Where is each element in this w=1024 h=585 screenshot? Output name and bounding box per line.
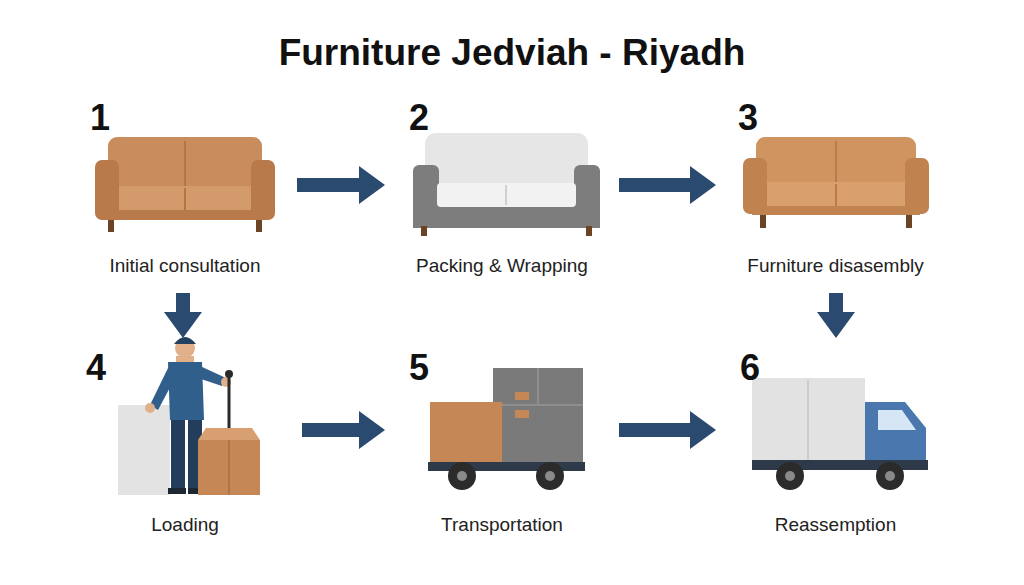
step-caption: Furniture disasembly	[728, 255, 943, 277]
delivery-truck	[752, 378, 928, 490]
wrapped-sofa-illustration	[413, 133, 600, 236]
step-number: 5	[409, 350, 429, 386]
flow-arrow	[619, 411, 716, 449]
diagram-title: Furniture Jedviah - Riyadh	[0, 32, 1024, 74]
step-number: 4	[86, 350, 106, 386]
flow-arrow	[297, 166, 385, 204]
process-step: 2Packing & Wrapping	[397, 100, 607, 281]
flow-arrow	[817, 293, 855, 338]
step-number: 2	[409, 100, 429, 136]
sofa-illustration	[95, 137, 275, 232]
flow-arrow	[302, 411, 385, 449]
loading-figure	[118, 337, 260, 495]
step-caption: Reassemption	[728, 514, 943, 536]
process-step: 1Initial consultation	[85, 100, 285, 281]
process-step: 5Transportation	[397, 350, 607, 540]
step-number: 1	[90, 100, 110, 136]
step-number: 6	[740, 350, 760, 386]
process-step: 4Loading	[80, 350, 290, 540]
process-step: 6Reassemption	[728, 350, 943, 540]
process-step: 3Furniture disasembly	[728, 100, 943, 281]
step-caption: Loading	[80, 514, 290, 536]
step-caption: Initial consultation	[85, 255, 285, 277]
flow-arrow	[619, 166, 716, 204]
step-caption: Packing & Wrapping	[397, 255, 607, 277]
flow-arrow	[164, 293, 202, 338]
step-caption: Transportation	[397, 514, 607, 536]
step-number: 3	[738, 100, 758, 136]
cargo-truck	[428, 368, 585, 490]
sofa-illustration	[743, 137, 929, 228]
